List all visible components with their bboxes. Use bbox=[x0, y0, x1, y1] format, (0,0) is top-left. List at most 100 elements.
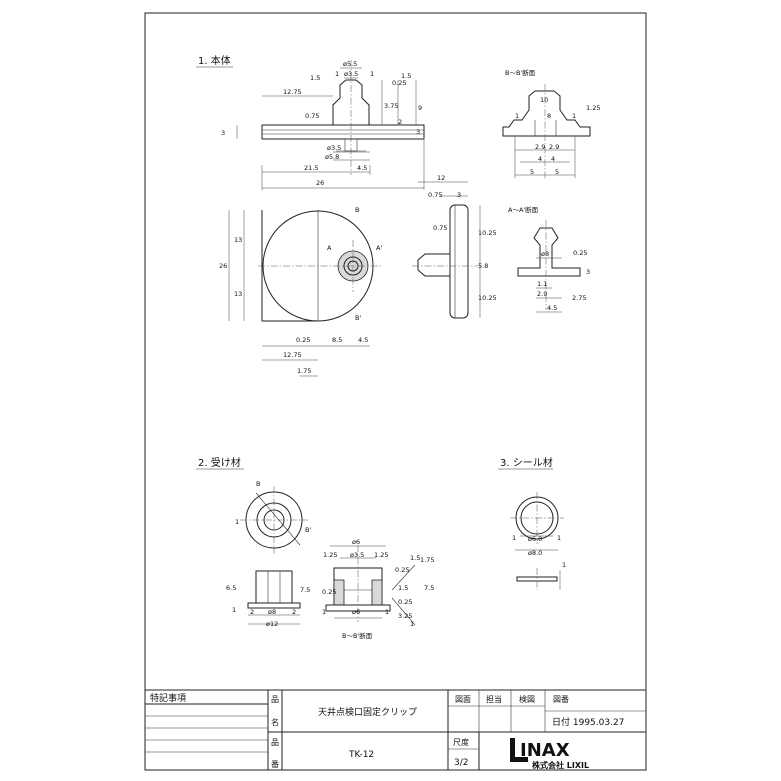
dim-label: 1 bbox=[410, 620, 414, 628]
dim-label: 1 bbox=[370, 70, 374, 78]
dim-label: 2.9 bbox=[537, 290, 547, 298]
dim-label: 2 bbox=[398, 118, 402, 126]
dim-label: 1 bbox=[562, 561, 566, 569]
aa-section-view bbox=[517, 220, 581, 313]
dim-label: 1.5 bbox=[310, 74, 320, 82]
number-label: 番 bbox=[271, 759, 279, 769]
notes-label: 特記事項 bbox=[150, 692, 186, 704]
section-label-aa: A～A'断面 bbox=[508, 205, 539, 214]
dim-label: 21.5 bbox=[304, 164, 318, 172]
dim-label: 13 bbox=[234, 290, 242, 298]
section-mark-b: B bbox=[355, 206, 359, 214]
receiver-plan-view bbox=[240, 486, 308, 554]
dim-label: 0.25 bbox=[392, 79, 406, 87]
dim-label: 1.75 bbox=[420, 556, 434, 564]
body-plan-view bbox=[228, 210, 382, 377]
dim-label: 3 bbox=[457, 191, 461, 199]
dim-label: 1 bbox=[232, 606, 236, 614]
seal-side-view bbox=[516, 568, 561, 590]
dim-label: 6.5 bbox=[226, 584, 236, 592]
dim-label: ø3.5 bbox=[350, 551, 364, 559]
dim-label: 1.25 bbox=[374, 551, 388, 559]
dim-label: 0.25 bbox=[573, 249, 587, 257]
dim-label: 12.75 bbox=[283, 351, 302, 359]
dim-label: ø6 bbox=[352, 538, 360, 546]
dim-label: 10.25 bbox=[478, 229, 497, 237]
dim-label: 0.25 bbox=[296, 336, 310, 344]
dim-label: 1.75 bbox=[297, 367, 311, 375]
dim-label: 2.9 bbox=[535, 143, 545, 151]
name-label: 品 bbox=[271, 695, 279, 704]
dim-label: 2 bbox=[250, 608, 254, 616]
dim-label: 1 bbox=[572, 112, 576, 120]
dim-label: 5.8 bbox=[478, 262, 488, 270]
dim-label: 2.9 bbox=[549, 143, 559, 151]
dim-label: ø5.8 bbox=[325, 153, 339, 161]
dim-label: 10.25 bbox=[478, 294, 497, 302]
dim-label: 1 bbox=[235, 518, 239, 526]
dim-label: 3.75 bbox=[384, 102, 398, 110]
dim-label: 1 bbox=[557, 534, 561, 542]
drawing-number-label: 図番 bbox=[553, 694, 569, 704]
scale-label: 尺度 bbox=[453, 737, 469, 747]
dim-label: 13 bbox=[234, 236, 242, 244]
section-mark-b: B bbox=[256, 480, 260, 488]
title-block bbox=[144, 689, 647, 771]
section-label-bb-top: B～B'断面 bbox=[505, 68, 536, 77]
drawing-label: 図面 bbox=[455, 695, 471, 704]
product-number: TK-12 bbox=[348, 750, 374, 760]
company-name: 株式会社 LIXIL bbox=[532, 760, 589, 770]
dim-label: 5 bbox=[530, 168, 534, 176]
dim-label: 1 bbox=[385, 608, 389, 616]
scale-value: 3/2 bbox=[454, 758, 468, 768]
dim-label: 1.25 bbox=[586, 104, 600, 112]
dim-label: 4.5 bbox=[357, 164, 367, 172]
dim-label: 1.1 bbox=[537, 280, 547, 288]
receiver-side-view bbox=[247, 570, 301, 625]
dim-label: 8 bbox=[547, 112, 551, 120]
designer-label: 担当 bbox=[486, 694, 502, 704]
dim-label: ø6.0 bbox=[528, 535, 542, 543]
dim-label: 10 bbox=[540, 96, 548, 104]
section-mark-b-prime: B' bbox=[355, 314, 361, 322]
inax-logo: INAX bbox=[510, 738, 570, 762]
bb-section-view bbox=[502, 84, 591, 180]
receiver-section-view bbox=[325, 545, 416, 626]
dim-label: 8.5 bbox=[332, 336, 342, 344]
dim-label: 26 bbox=[316, 179, 324, 187]
number-label: 品 bbox=[271, 738, 279, 747]
section-mark-b-prime: B' bbox=[305, 526, 311, 534]
dim-label: ø6 bbox=[352, 608, 360, 616]
section-title-receiver: 2. 受け材 bbox=[198, 456, 241, 469]
dim-label: 7.5 bbox=[424, 584, 434, 592]
dim-label: 2.75 bbox=[572, 294, 586, 302]
dim-label: 0.75 bbox=[305, 112, 319, 120]
dim-label: 4.5 bbox=[358, 336, 368, 344]
section-label-bb-bottom: B～B'断面 bbox=[342, 631, 373, 640]
dim-label: 1 bbox=[322, 608, 326, 616]
dim-label: 9 bbox=[418, 104, 422, 112]
section-mark-a: A bbox=[327, 244, 332, 252]
dim-label: 3 bbox=[586, 268, 590, 276]
dim-label: 1.5 bbox=[410, 554, 420, 562]
dim-label: 3 bbox=[416, 128, 420, 136]
dim-label: 3 bbox=[221, 129, 225, 137]
body-side-dims bbox=[236, 67, 425, 190]
dim-label: ø8.0 bbox=[528, 549, 542, 557]
dim-label: 3.25 bbox=[398, 612, 412, 620]
dim-label: 0.25 bbox=[322, 588, 336, 596]
dim-label: 0.75 bbox=[433, 224, 447, 232]
body-profile-view bbox=[412, 181, 481, 319]
dim-label: 4 bbox=[538, 155, 542, 163]
dim-label: 4.5 bbox=[547, 304, 557, 312]
checker-label: 検図 bbox=[519, 694, 535, 704]
section-title-seal: 3. シール材 bbox=[500, 456, 553, 469]
dim-label: 4 bbox=[551, 155, 555, 163]
product-name: 天井点検口固定クリップ bbox=[318, 706, 417, 718]
dim-label: 0.75 bbox=[428, 191, 442, 199]
dim-label: 12.75 bbox=[283, 88, 302, 96]
dim-label: 1.25 bbox=[323, 551, 337, 559]
dim-label: ø3.5 bbox=[327, 144, 341, 152]
drawing-border bbox=[144, 12, 647, 771]
